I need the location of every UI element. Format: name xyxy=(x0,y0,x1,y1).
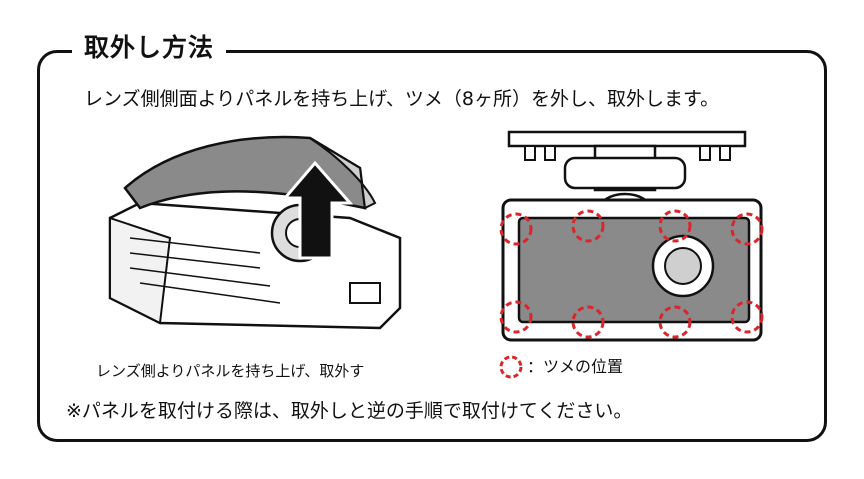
claw-marker xyxy=(658,209,692,243)
left-caption: レンズ側よりパネルを持ち上げ、取外す xyxy=(96,362,365,380)
claw-marker xyxy=(658,305,692,339)
camera-lift-illustration xyxy=(108,135,402,330)
section-title: 取外し方法 xyxy=(72,30,227,66)
claw-marker xyxy=(730,300,764,334)
instruction-frame xyxy=(37,50,827,442)
claw-markers xyxy=(499,209,764,339)
claw-marker xyxy=(730,212,764,246)
reinstall-note: ※パネルを取付ける際は、取外しと逆の手順で取付けてください。 xyxy=(66,400,633,422)
claw-marker-icon xyxy=(499,355,523,379)
claw-position-illustration xyxy=(501,130,763,342)
legend-label: ：ツメの位置 xyxy=(527,357,624,376)
claw-marker xyxy=(499,300,533,334)
claw-marker xyxy=(571,305,605,339)
instruction-text: レンズ側側面よりパネルを持ち上げ、ツメ（8ヶ所）を外し、取外します。 xyxy=(84,88,720,110)
claw-marker xyxy=(571,209,605,243)
claw-legend: ：ツメの位置 xyxy=(497,354,623,380)
claw-marker xyxy=(499,212,533,246)
